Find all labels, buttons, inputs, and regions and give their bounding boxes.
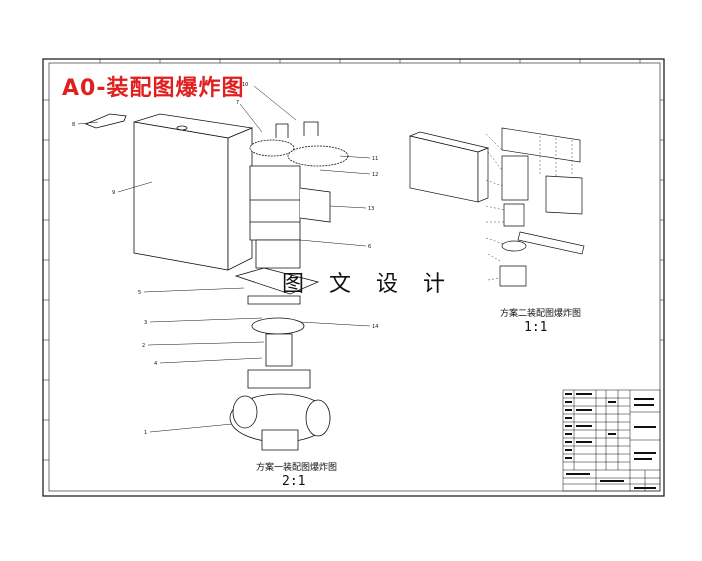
control-box-side (227, 127, 253, 271)
alt-view-scale: 1:1 (524, 320, 548, 335)
alt-motor (501, 155, 529, 201)
sheet-title: A0-装配图爆炸图 (62, 76, 245, 101)
cover-plate (84, 113, 127, 129)
box-hole (176, 125, 188, 131)
valve-bottom (261, 429, 299, 451)
main-view-caption: 方案一装配图爆炸图 (256, 463, 338, 473)
alt-bracket-top (501, 127, 581, 163)
large-gear (287, 145, 349, 167)
alt-flange (501, 240, 527, 252)
alt-box-side (477, 147, 489, 203)
part-label: 10 (242, 82, 248, 88)
leader-lines (77, 85, 371, 433)
gear-shaft-left (275, 123, 289, 138)
valve-port-left (232, 395, 258, 429)
title-block-cell-marks (565, 393, 656, 489)
part-label: 7 (236, 100, 239, 106)
part-label: 9 (112, 190, 115, 196)
motor-side-unit (299, 187, 331, 223)
coupling-ring (251, 317, 305, 335)
alt-side-box (545, 175, 583, 215)
part-label: 2 (142, 343, 145, 349)
bracket-plate (234, 267, 320, 295)
alt-view-caption: 方案二装配图爆炸图 (500, 309, 582, 319)
control-box-front (133, 121, 229, 271)
motor-body (249, 165, 301, 241)
alt-leader-lines (485, 133, 573, 281)
outer-border (42, 58, 665, 497)
inner-border (48, 62, 661, 492)
alt-valve (499, 265, 527, 287)
part-label: 4 (154, 361, 157, 367)
title-block-frame (562, 389, 661, 492)
alt-arm (517, 231, 585, 255)
part-label: 12 (372, 172, 378, 178)
part-label: 3 (144, 320, 147, 326)
main-view-scale: 2:1 (282, 474, 306, 489)
part-label: 13 (368, 206, 374, 212)
part-label: 11 (372, 156, 378, 162)
motor-bands (250, 199, 300, 223)
valve-port-right (305, 399, 331, 437)
part-label: 5 (138, 290, 141, 296)
part-label: 6 (368, 244, 371, 250)
alt-exploded-view (408, 127, 585, 287)
part-label: 14 (372, 324, 378, 330)
coupling-body (265, 333, 293, 367)
main-exploded-view (77, 85, 371, 451)
gear-shaft-right (303, 121, 319, 136)
valve-top-flange (247, 369, 311, 389)
zone-ticks (43, 59, 664, 461)
part-label: 1 (144, 430, 147, 436)
motor-lower-cylinder (255, 239, 301, 269)
small-gear (249, 139, 295, 157)
watermark-text: 图 文 设 计 (282, 272, 454, 297)
part-label: 8 (72, 122, 75, 128)
part-number-labels: 8 9 7 10 11 12 13 6 5 3 14 2 4 1 (72, 82, 378, 436)
alt-coupling (503, 203, 525, 227)
title-block (562, 389, 661, 492)
mount-plate (247, 295, 301, 305)
